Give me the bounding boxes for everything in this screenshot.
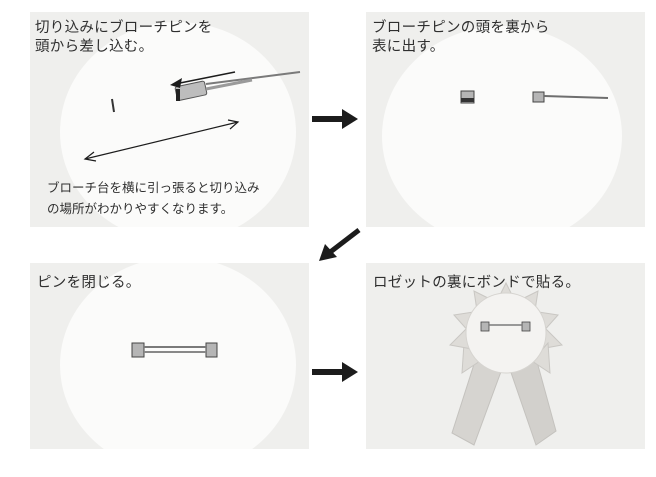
pin-head-right — [532, 91, 609, 103]
step-3-photo — [60, 263, 296, 449]
step-2-caption: ブローチピンの頭を裏から 表に出す。 — [372, 19, 550, 57]
step-4-caption-line1: ロゼットの裏にボンドで貼る。 — [373, 275, 581, 291]
step-4-photo — [448, 281, 564, 446]
step-1-panel: 切り込みにブローチピンを 頭から差し込む。 ブローチ台を横に引っ張ると切り込み … — [30, 12, 309, 227]
felt-circle — [60, 263, 296, 449]
slit-mark-left — [111, 98, 115, 113]
step-2-caption-line1: ブローチピンの頭を裏から — [372, 20, 550, 36]
step-1-caption: 切り込みにブローチピンを 頭から差し込む。 — [35, 19, 213, 57]
step-3-caption-line1: ピンを閉じる。 — [37, 275, 141, 291]
step-3-caption: ピンを閉じる。 — [37, 274, 141, 293]
step-1-note: ブローチ台を横に引っ張ると切り込み の場所がわかりやすくなります。 — [47, 177, 260, 219]
diagonal-arrow — [319, 228, 361, 261]
step-2-photo — [382, 26, 622, 227]
insert-direction-arrow — [170, 71, 236, 88]
step-4-caption: ロゼットの裏にボンドで貼る。 — [373, 274, 580, 293]
stretch-arrow — [83, 119, 240, 162]
step-1-note-line1: ブローチ台を横に引っ張ると切り込み — [47, 180, 260, 195]
step-1-caption-line2: 頭から差し込む。 — [35, 39, 154, 55]
step-1-caption-line1: 切り込みにブローチピンを — [35, 20, 213, 36]
step-1-photo — [60, 22, 301, 227]
step-2-panel: ブローチピンの頭を裏から 表に出す。 — [366, 12, 645, 227]
right-arrow-1 — [312, 109, 358, 129]
ribbon-tails — [451, 357, 557, 446]
step-4-panel: ロゼットの裏にボンドで貼る。 — [366, 263, 645, 449]
step-2-caption-line2: 表に出す。 — [372, 39, 445, 55]
right-arrow-2 — [312, 362, 358, 382]
brooch-pin — [174, 71, 301, 101]
felt-circle — [382, 26, 622, 227]
closed-pin — [131, 342, 218, 358]
felt-circle — [60, 22, 296, 227]
step-1-note-line2: の場所がわかりやすくなります。 — [47, 201, 234, 216]
rosette-felt-back — [465, 292, 547, 374]
rosette-pin — [480, 321, 531, 332]
pin-head-left — [460, 90, 475, 104]
step-3-panel: ピンを閉じる。 — [30, 263, 309, 449]
